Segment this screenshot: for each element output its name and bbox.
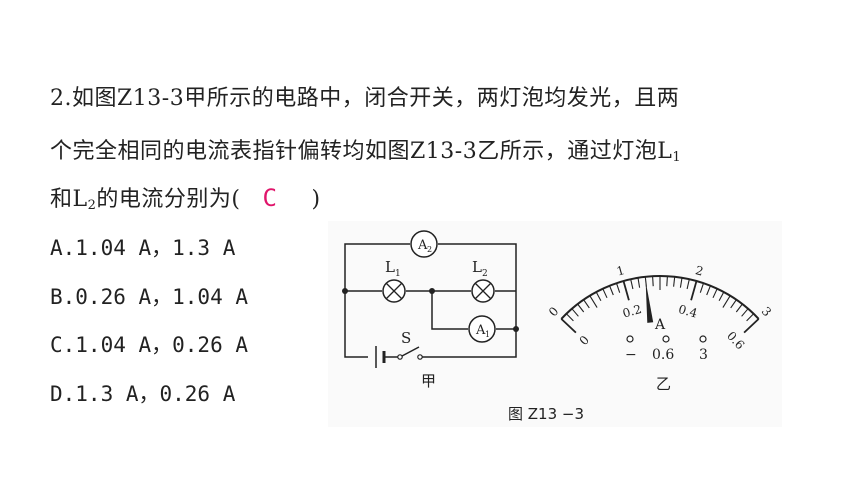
dial-tick	[679, 277, 683, 288]
dial-tick	[622, 280, 630, 301]
battery-icon	[375, 346, 386, 368]
wire-bottom-right	[418, 329, 517, 358]
wire-left-top	[344, 243, 410, 291]
dial-tick	[615, 283, 621, 293]
dial-tick	[571, 308, 579, 317]
bulb-l1-subscript: 1	[672, 150, 682, 165]
dial-tick	[730, 299, 737, 309]
terminal-0-6-icon	[662, 335, 670, 343]
dial-outer-label: 2	[694, 263, 705, 279]
question-line-3-text-a: 和L	[50, 187, 88, 212]
dial-tick	[560, 318, 577, 334]
dial-tick	[673, 276, 676, 287]
ammeter-a2-circle	[410, 230, 438, 258]
switch-icon: S	[397, 329, 423, 360]
question-line-2: 个完全相同的电流表指针偏转均如图Z13-3乙所示，通过灯泡L1	[50, 137, 681, 173]
dial-tick	[589, 295, 598, 308]
dial-tick	[630, 279, 634, 290]
wire-a1-right	[496, 291, 517, 330]
dial-tick	[595, 291, 602, 302]
junction-middle	[429, 288, 435, 294]
meter-unit: A	[654, 317, 666, 333]
dial-tick	[746, 313, 754, 322]
terminal-label-3: 3	[699, 347, 708, 363]
dial-tick	[577, 303, 585, 313]
bulb-l1-label: L	[385, 258, 395, 276]
circuit-caption: 甲	[421, 372, 436, 390]
switch-label: S	[401, 329, 411, 347]
figure-caption: 图 Z13 −3	[508, 405, 584, 423]
bulb-l2-label-subscript: 2	[482, 269, 488, 279]
option-b: B.0.26 A，1.04 A	[50, 285, 249, 309]
question-line-1: 2.如图Z13-3甲所示的电路中，闭合开关，两灯泡均发光，且两	[50, 86, 680, 111]
circuit-wires	[344, 243, 517, 358]
dial-tick	[690, 280, 698, 301]
junction-left	[342, 288, 348, 294]
terminal-label-0-6: 0.6	[652, 347, 674, 363]
bulb-l1-label-subscript: 1	[395, 269, 401, 279]
bulb-l2-cross-icon	[475, 283, 491, 299]
circuit-figure: A 2 A 1 L 1 L 2	[328, 221, 782, 427]
dial-tick	[712, 288, 718, 299]
meter-caption: 乙	[656, 375, 671, 393]
terminal-3-icon	[699, 335, 707, 343]
dial-tick	[686, 279, 690, 290]
question-line-3-text-b: 的电流分别为(	[96, 187, 241, 212]
meter-terminals: − 0.6 3	[625, 335, 708, 363]
dial-ticks	[560, 276, 760, 334]
ammeter-a2-label: A	[417, 238, 428, 253]
dial-pointer	[645, 280, 654, 323]
wire-right-top	[438, 243, 517, 291]
bulb-l1: L 1	[382, 258, 406, 303]
question-line-3: 和L2的电流分别为( C)	[50, 183, 321, 221]
dial-tick	[609, 285, 614, 296]
dial-tick	[637, 277, 641, 288]
wire-to-a1	[431, 291, 468, 330]
option-a: A.1.04 A，1.3 A	[50, 236, 236, 260]
ammeter-a2-subscript: 2	[427, 245, 432, 254]
dial-inner-label: 0.2	[621, 302, 643, 321]
bulb-l2-subscript: 2	[87, 198, 97, 213]
dial-tick	[718, 291, 725, 302]
ammeter-a1: A 1	[468, 315, 496, 343]
dial-outer-label: 1	[615, 263, 626, 279]
junction-right	[513, 326, 519, 332]
option-c: C.1.04 A，0.26 A	[50, 333, 249, 357]
dial-outer-label: 0	[546, 304, 561, 319]
ammeter-a2: A 2	[410, 230, 438, 258]
bulb-l2-label: L	[472, 258, 482, 276]
question-line-2-text: 个完全相同的电流表指针偏转均如图Z13-3乙所示，通过灯泡L	[50, 139, 673, 164]
figure-svg: A 2 A 1 L 1 L 2	[342, 230, 774, 423]
dial-outer-label: 3	[759, 304, 774, 319]
option-d: D.1.3 A，0.26 A	[50, 382, 236, 406]
dial-inner-label: 0.4	[677, 302, 700, 321]
question-line-3-text-c: )	[311, 187, 321, 212]
ammeter-a1-subscript: 1	[485, 330, 490, 339]
dial-tick	[735, 303, 743, 313]
dial-tick	[666, 276, 668, 287]
dial-tick	[602, 288, 608, 299]
wire-bottom-left	[344, 291, 368, 358]
dial-tick	[566, 313, 574, 322]
dial-tick	[741, 308, 749, 317]
terminal-negative-icon	[626, 335, 634, 343]
ammeter-a1-circle	[468, 315, 496, 343]
bulb-l2: L 2	[471, 258, 495, 303]
dial-tick	[652, 276, 654, 287]
bulb-l1-cross-icon	[386, 283, 402, 299]
dial-tick	[722, 295, 731, 308]
dial-inner-label: 0	[577, 333, 592, 348]
ammeter-a1-label: A	[475, 323, 486, 338]
dial-tick	[706, 285, 711, 296]
terminal-label-negative: −	[625, 347, 637, 363]
dial-tick	[583, 299, 590, 309]
dial-tick	[743, 318, 760, 334]
answer-letter: C	[262, 184, 278, 212]
dial-tick	[699, 283, 705, 293]
